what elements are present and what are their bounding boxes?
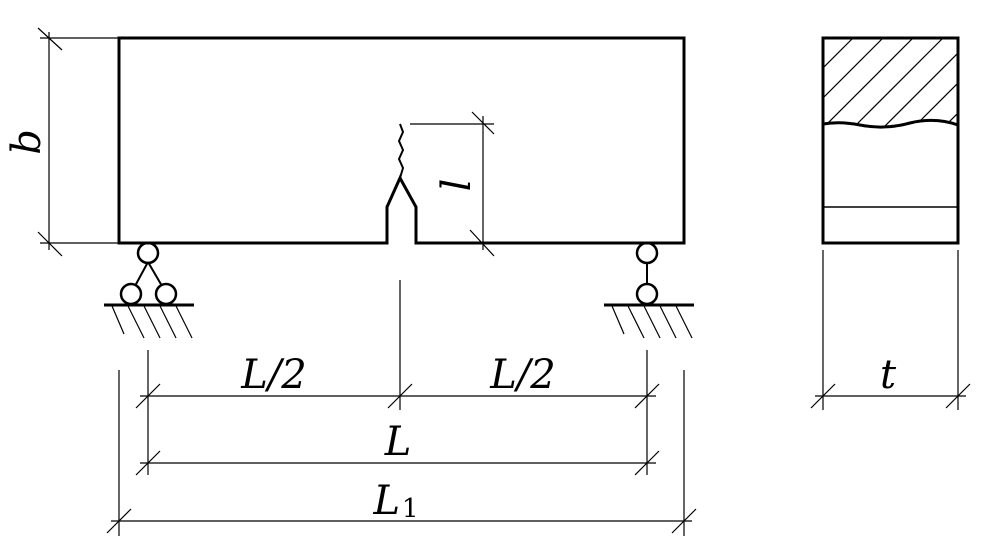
label-t: t [880,352,897,398]
label-b: b [4,129,50,155]
dimension-span: L [135,419,660,476]
label-half-left: L/2 [240,352,307,398]
label-total-length-subscript: 1 [402,494,419,524]
label-l: l [434,179,480,192]
dimension-b: b [4,27,119,257]
dimension-half-span: L/2 L/2 [135,352,660,409]
left-support [104,241,194,339]
dimension-t: t [810,250,971,410]
beam-outline [117,36,686,245]
cross-section [821,36,960,245]
label-span: L [384,419,412,465]
label-total-length: L [372,478,400,524]
extension-lines [118,280,685,536]
right-support [604,241,694,339]
dimension-l: l [410,111,495,257]
dimension-total-length: L 1 [106,478,697,534]
label-half-right: L/2 [489,352,556,398]
crack [397,123,405,179]
